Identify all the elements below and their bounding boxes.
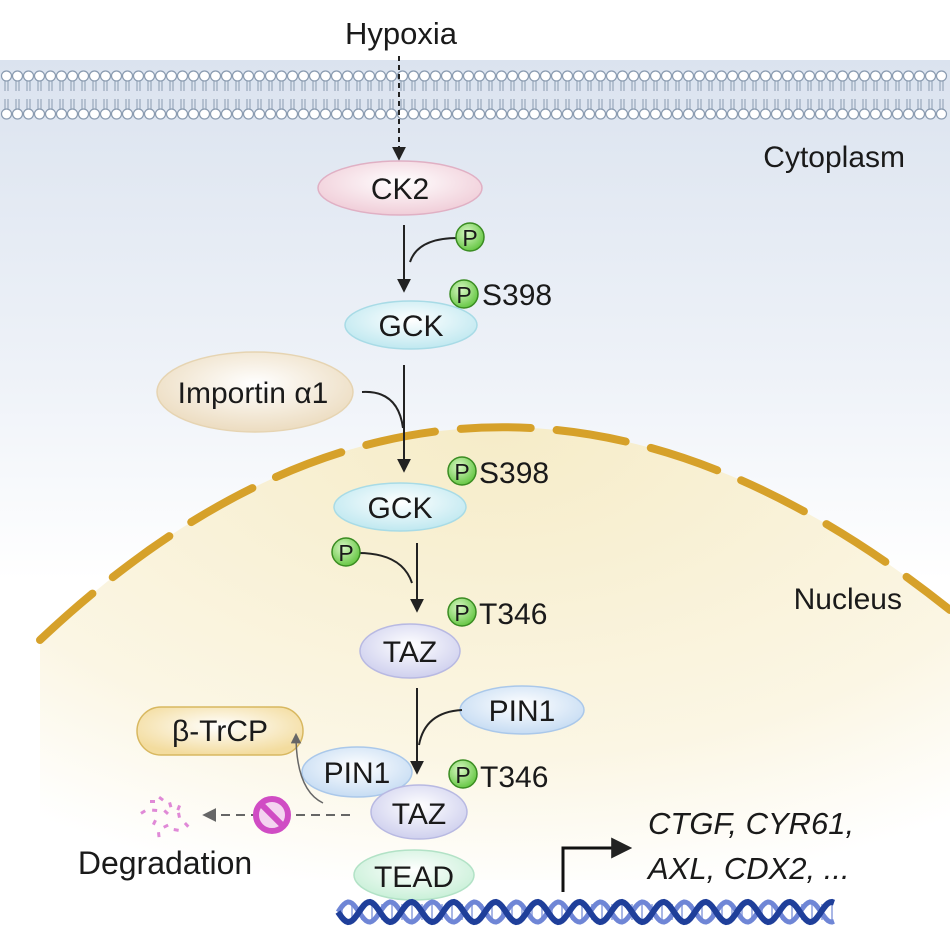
phospho-icon — [447, 597, 477, 627]
svg-text:P: P — [462, 225, 477, 251]
s398-site-label: S398 — [482, 279, 552, 312]
svg-text:P: P — [456, 282, 471, 308]
dna-helix — [335, 898, 835, 926]
phospho-transfer-2 — [357, 552, 413, 584]
svg-text:P: P — [338, 540, 353, 566]
gck-nuc-node — [333, 482, 467, 532]
plasma-membrane — [0, 70, 948, 120]
btrcp-label: β-TrCP — [172, 715, 268, 748]
gck-cyto-label: GCK — [378, 310, 443, 343]
btrcp-node — [136, 706, 304, 756]
ck2-node — [317, 160, 483, 216]
phospho-icon — [331, 537, 361, 567]
nucleus-label: Nucleus — [794, 583, 902, 616]
phospho-icon — [455, 222, 485, 252]
taz-bound-node — [370, 784, 468, 840]
target-genes-line2: AXL, CDX2, ... — [646, 851, 850, 886]
hypoxia-label: Hypoxia — [345, 16, 458, 51]
transcription-start-arrow — [561, 837, 633, 892]
ck2-label: CK2 — [371, 173, 429, 206]
pin1-free-label: PIN1 — [489, 695, 556, 728]
target-genes-line1: CTGF, CYR61, — [648, 806, 854, 841]
phospho-icon — [449, 279, 479, 309]
taz-node — [359, 623, 461, 679]
importin-label: Importin α1 — [178, 377, 329, 410]
degradation-label: Degradation — [78, 845, 252, 881]
s398-site-label-2: S398 — [479, 457, 549, 490]
phospho-transfer-1 — [409, 237, 459, 263]
cytoplasm-label: Cytoplasm — [763, 141, 905, 174]
svg-text:P: P — [454, 600, 469, 626]
svg-text:P: P — [455, 762, 470, 788]
taz-bound-label: TAZ — [392, 798, 446, 831]
importin-node — [156, 351, 354, 433]
phospho-icon — [448, 759, 478, 789]
phospho-icon — [447, 456, 477, 486]
gck-nuc-label: GCK — [367, 492, 432, 525]
svg-text:P: P — [454, 459, 469, 485]
importin-assist — [361, 390, 404, 429]
t346-site-label-2: T346 — [480, 761, 548, 794]
tead-label: TEAD — [374, 861, 454, 894]
gck-cyto-node — [344, 300, 478, 350]
t346-site-label: T346 — [479, 598, 547, 631]
pin1-bound-label: PIN1 — [324, 757, 391, 790]
inhibit-icon — [253, 796, 291, 834]
taz-label: TAZ — [383, 636, 437, 669]
degraded-fragments-icon — [140, 796, 190, 838]
nuclear-envelope — [36, 423, 950, 644]
btrcp-recruit-arrow — [290, 732, 324, 804]
pin1-assist — [418, 709, 463, 746]
pin1-bound-node — [301, 746, 413, 798]
